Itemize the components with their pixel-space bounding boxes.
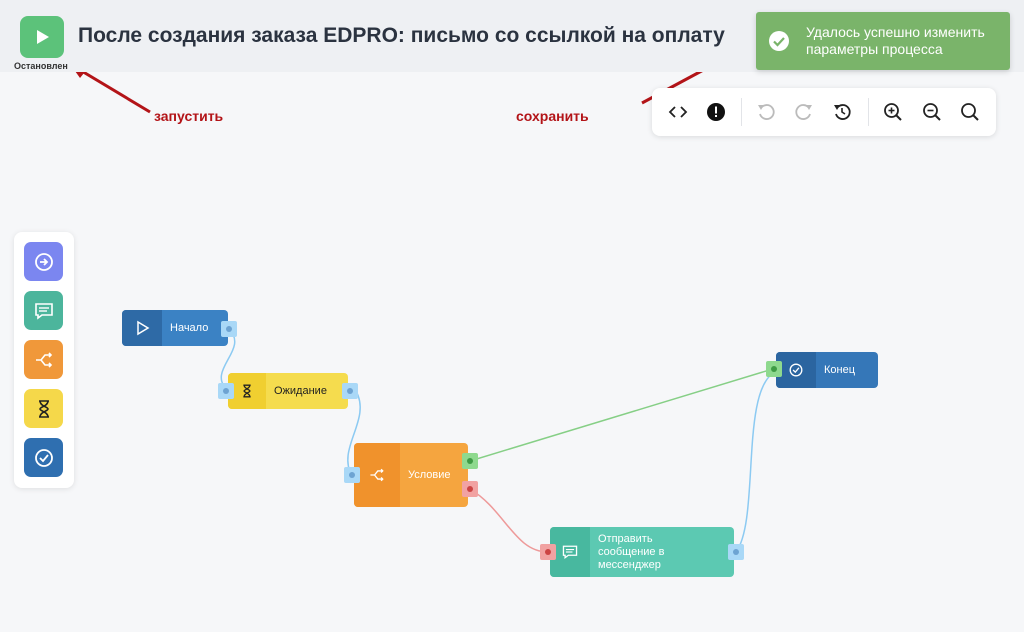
node-wait-icon-wrap (228, 373, 266, 409)
zoom-in-icon (884, 103, 902, 121)
zoom-out-icon (923, 103, 941, 121)
node-condition-icon-wrap (354, 443, 400, 507)
branch-icon (35, 351, 52, 368)
code-icon (668, 106, 688, 118)
node-wait[interactable]: Ожидание (228, 373, 348, 409)
success-toast[interactable]: Удалось успешно изменить параметры проце… (756, 12, 1010, 70)
revert-button[interactable] (830, 100, 854, 124)
node-start[interactable]: Начало (122, 310, 228, 346)
node-condition-true-port[interactable] (462, 453, 478, 469)
node-end-icon-wrap (776, 352, 816, 388)
play-icon (137, 320, 150, 336)
palette-item-end[interactable] (24, 438, 63, 477)
palette-item-message[interactable] (24, 291, 63, 330)
node-start-label: Начало (170, 321, 209, 334)
warning-icon (707, 103, 725, 121)
palette-item-start[interactable] (24, 242, 63, 281)
revert-icon (834, 104, 851, 120)
run-button[interactable] (20, 16, 64, 58)
node-message-label: Отправить сообщение в мессенджер (598, 532, 665, 571)
toast-message: Удалось успешно изменить параметры проце… (806, 24, 985, 57)
node-end[interactable]: Конец (776, 352, 878, 388)
node-condition[interactable]: Условие (354, 443, 468, 507)
wire-message-end (735, 371, 776, 553)
node-wait-output-port[interactable] (342, 383, 358, 399)
code-button[interactable] (666, 100, 690, 124)
annotation-arrow-run (79, 68, 151, 114)
zoom-fit-icon (961, 103, 979, 121)
zoom-out-button[interactable] (920, 100, 944, 124)
play-icon (37, 30, 49, 44)
node-palette (14, 232, 74, 488)
node-condition-label: Условие (408, 468, 451, 481)
arrow-circle-icon (34, 252, 53, 271)
wire-condition-message (469, 488, 549, 553)
check-circle-icon (789, 363, 803, 377)
node-message[interactable]: Отправить сообщение в мессенджер (550, 527, 734, 577)
node-wait-input-port[interactable] (218, 383, 234, 399)
palette-item-wait[interactable] (24, 389, 63, 428)
wire-condition-end (469, 367, 777, 462)
undo-button[interactable] (754, 100, 778, 124)
zoom-fit-button[interactable] (958, 100, 982, 124)
node-start-output-port[interactable] (221, 321, 237, 337)
node-end-label: Конец (824, 363, 856, 376)
hourglass-icon (243, 384, 251, 398)
annotation-run-label: запустить (154, 108, 224, 124)
canvas-toolbar (652, 88, 996, 136)
redo-button[interactable] (792, 100, 816, 124)
node-start-icon-wrap (122, 310, 162, 346)
message-icon (562, 545, 578, 560)
node-message-output-port[interactable] (728, 544, 744, 560)
branch-icon (370, 468, 384, 482)
node-message-icon-wrap (550, 527, 590, 577)
undo-icon (758, 104, 775, 120)
node-condition-false-port[interactable] (462, 481, 478, 497)
node-message-input-port[interactable] (540, 544, 556, 560)
node-wait-label: Ожидание (274, 384, 327, 397)
hourglass-icon (38, 399, 49, 418)
node-condition-input-port[interactable] (344, 467, 360, 483)
redo-icon (795, 104, 812, 120)
check-circle-icon (34, 448, 53, 467)
palette-item-condition[interactable] (24, 340, 63, 379)
process-status: Остановлен (14, 61, 68, 71)
annotation-save-label: сохранить (516, 108, 589, 124)
node-end-input-port[interactable] (766, 361, 782, 377)
check-circle-icon (769, 31, 789, 51)
warnings-button[interactable] (704, 100, 728, 124)
message-icon (34, 302, 53, 320)
page-title: После создания заказа EDPRO: письмо со с… (78, 24, 725, 47)
zoom-in-button[interactable] (881, 100, 905, 124)
